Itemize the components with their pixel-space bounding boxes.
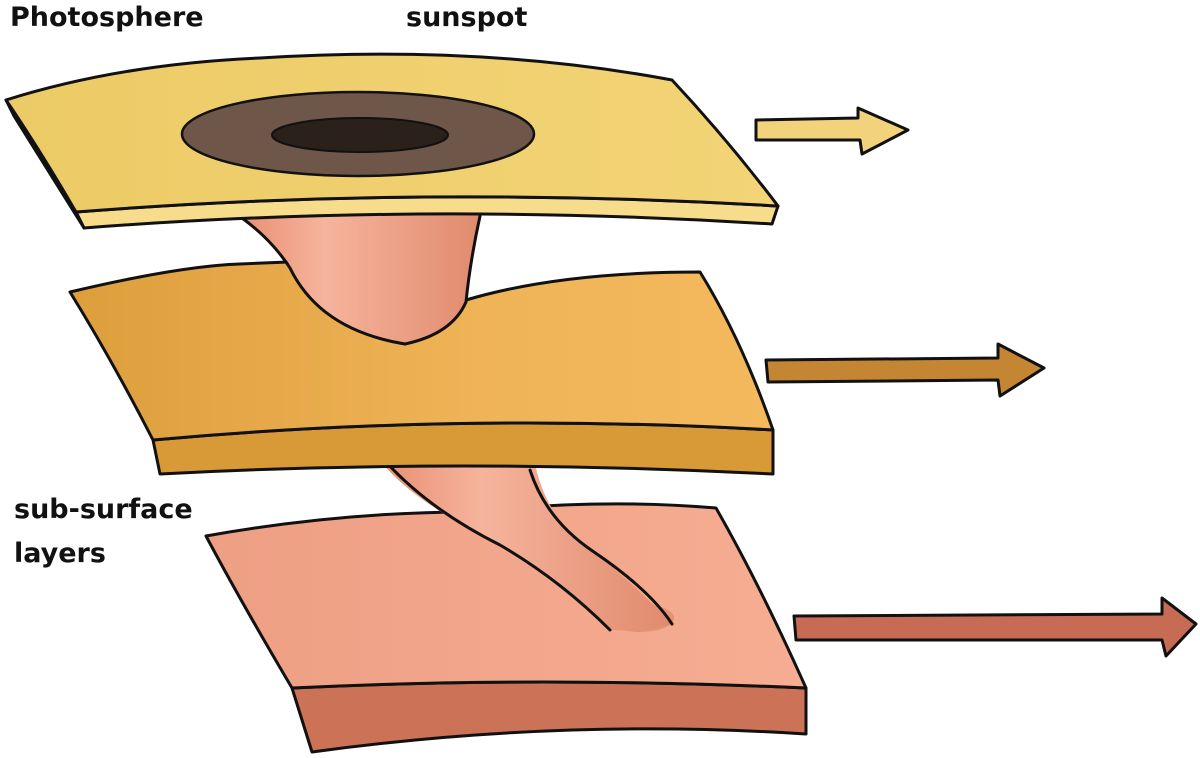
arrow-photosphere	[754, 106, 910, 156]
lower-flux-tube-right-edge	[528, 468, 674, 626]
arrow-middle-layer	[764, 342, 1046, 398]
lower-flux-tube-left-edge	[384, 460, 612, 632]
upper-flux-tube-body	[240, 212, 482, 344]
photosphere-label: Photosphere	[10, 2, 204, 33]
bottom-layer-front-edge	[290, 680, 808, 754]
arrow-bottom-layer	[792, 596, 1198, 658]
subsurface-layers-label: sub-surface layers	[14, 488, 193, 576]
subsurface-label-line2: layers	[14, 538, 106, 569]
bottom-layer-surface	[204, 502, 808, 690]
photosphere-layer	[4, 52, 780, 230]
middle-layer	[68, 260, 775, 476]
lower-flux-tube-body	[380, 458, 672, 631]
sunspot-label: sunspot	[406, 2, 528, 33]
subsurface-label-line1: sub-surface	[14, 494, 193, 525]
upper-flux-tube-left-edge	[240, 216, 407, 346]
lower-flux-tube	[380, 458, 674, 632]
upper-flux-tube	[240, 212, 482, 346]
upper-flux-tube-right-edge	[403, 214, 482, 346]
sunspot-umbra	[271, 117, 449, 153]
